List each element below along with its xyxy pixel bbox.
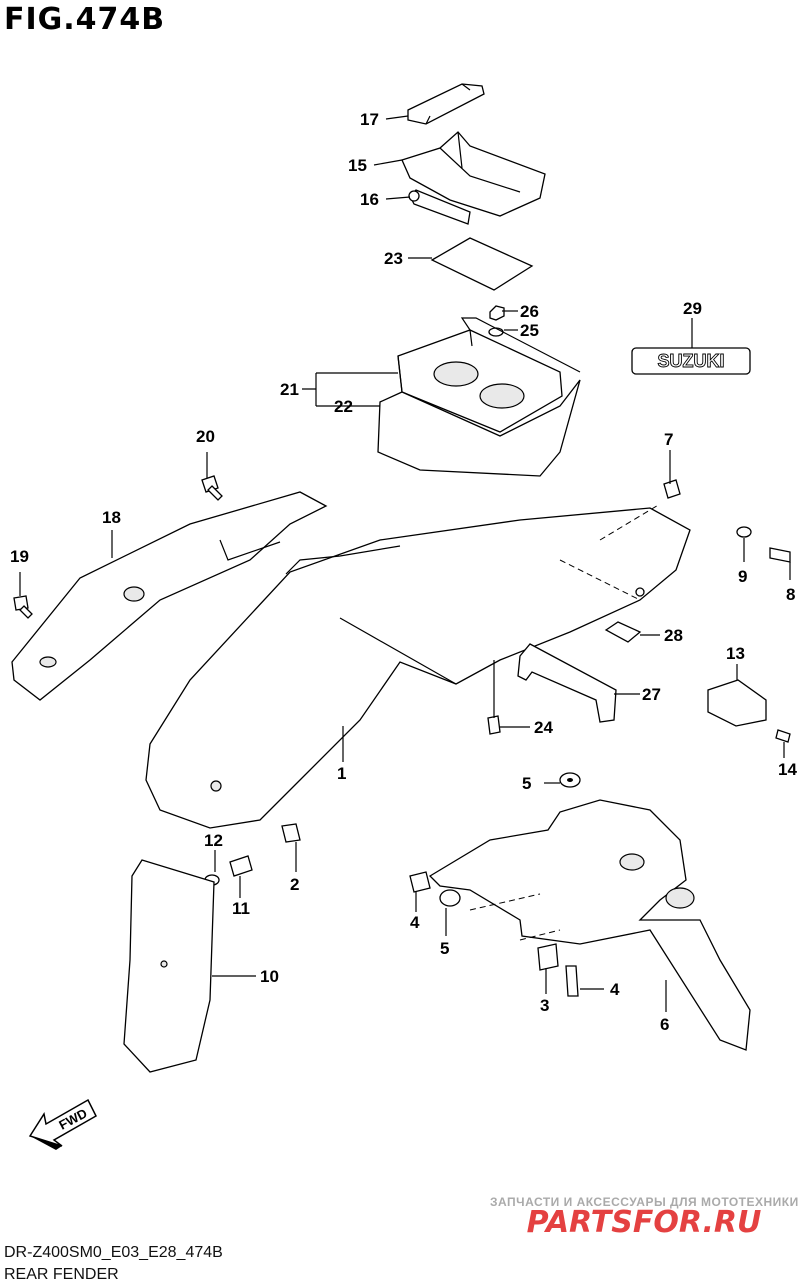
part-bolt-8[interactable]: [769, 547, 791, 563]
watermark-tagline: ЗАПЧАСТИ И АКСЕССУАРЫ ДЛЯ МОТОТЕХНИКИ: [490, 1195, 799, 1209]
callout-1: 1: [337, 764, 346, 783]
part-emblem-29[interactable]: SUZUKI: [631, 347, 751, 375]
callout-28: 28: [664, 626, 683, 645]
callout-4-left: 4: [410, 913, 420, 932]
callout-26: 26: [520, 302, 539, 321]
callout-5-bottom: 5: [440, 939, 449, 958]
callout-3: 3: [540, 996, 549, 1015]
part-pad-23[interactable]: [430, 237, 534, 291]
callout-21: 21: [280, 380, 299, 399]
part-tool-bag-15[interactable]: [401, 131, 546, 217]
figure-title: FIG.474B: [4, 2, 166, 37]
callout-7: 7: [664, 430, 673, 449]
part-bolt-19[interactable]: [13, 595, 33, 619]
callout-20: 20: [196, 427, 215, 446]
footer-section-name: REAR FENDER: [4, 1266, 119, 1283]
part-clip-3[interactable]: [537, 943, 559, 971]
callout-2: 2: [290, 875, 299, 894]
part-bolt-4-bottom[interactable]: [565, 965, 579, 997]
part-screw-14[interactable]: [775, 729, 791, 743]
callout-4-bottom: 4: [610, 980, 620, 999]
part-washer-9[interactable]: [736, 526, 752, 538]
part-bracket-6[interactable]: [428, 799, 751, 1051]
watermark-brand: PARTSFOR.RU: [527, 1205, 762, 1240]
fwd-arrow-icon: FWD: [28, 1098, 97, 1150]
part-bolt-4-left[interactable]: [409, 871, 431, 893]
callout-25: 25: [520, 321, 539, 340]
callout-13: 13: [726, 644, 745, 663]
part-nut-26[interactable]: [489, 305, 505, 321]
part-washer-25[interactable]: [488, 327, 504, 337]
part-bolt-11[interactable]: [229, 855, 253, 877]
part-pad-28[interactable]: [604, 621, 642, 643]
callout-29: 29: [683, 299, 702, 318]
part-bolt-2[interactable]: [281, 823, 301, 843]
callout-11: 11: [232, 899, 250, 918]
part-mud-flap-10[interactable]: [123, 859, 215, 1073]
part-strap-17[interactable]: [407, 83, 485, 125]
part-reflector-13[interactable]: [707, 679, 767, 727]
callout-14: 14: [778, 760, 797, 779]
callout-10: 10: [260, 967, 279, 986]
part-side-cover-18[interactable]: [11, 491, 328, 701]
part-handle-27[interactable]: [517, 643, 617, 723]
callout-23: 23: [384, 249, 403, 268]
callout-12: 12: [204, 831, 223, 850]
callout-24: 24: [534, 718, 553, 737]
part-washer-5-top[interactable]: [559, 772, 581, 788]
callout-15: 15: [348, 156, 367, 175]
part-bolt-24[interactable]: [487, 715, 501, 735]
part-tray-22[interactable]: [377, 317, 581, 477]
callout-22: 22: [334, 397, 353, 416]
callout-8: 8: [786, 585, 795, 604]
callout-labels: 17 15 16 23 26 25 21 22 29 20 7 18 19 9 …: [10, 110, 797, 1034]
callout-9: 9: [738, 567, 747, 586]
footer-model-code: DR-Z400SM0_E03_E28_474B: [4, 1244, 223, 1261]
callout-16: 16: [360, 190, 379, 209]
callout-27: 27: [642, 685, 661, 704]
part-clip-7[interactable]: [663, 479, 681, 499]
callout-5-top: 5: [522, 774, 531, 793]
callout-17: 17: [360, 110, 379, 129]
part-washer-5-bottom[interactable]: [439, 889, 461, 907]
part-bolt-20[interactable]: [201, 475, 223, 501]
callout-6: 6: [660, 1015, 669, 1034]
emblem-lettering: SUZUKI: [658, 351, 725, 371]
callout-18: 18: [102, 508, 121, 527]
callout-19: 19: [10, 547, 29, 566]
part-tool-16[interactable]: [408, 189, 471, 225]
leader-lines: [19, 115, 791, 1012]
